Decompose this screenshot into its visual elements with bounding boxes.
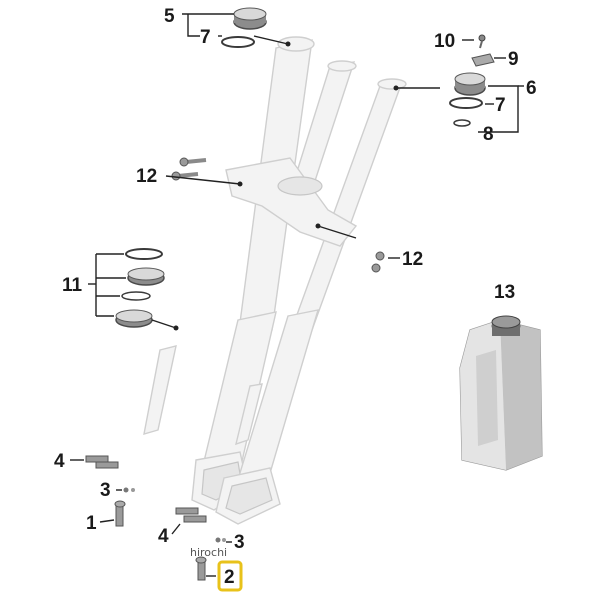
callout-9: 9 [508,49,519,70]
part-1-bolt [114,500,126,527]
part-4-bolts-left [85,455,119,469]
part-3-clip-right [215,537,226,543]
fork-assembly [143,36,407,525]
part-6-seal [454,72,486,96]
part-3-clip-left [123,487,135,493]
part-7-ring-right [449,97,483,109]
callout-13: 13 [494,282,515,303]
callout-12-left: 12 [136,166,157,187]
fork-oil-bottle [459,315,543,471]
callout-8: 8 [483,124,494,145]
callout-1: 1 [86,513,97,534]
part-7-ring-left [221,36,255,48]
part-2-bolt [195,556,207,581]
callout-6: 6 [526,78,537,99]
part-8-ring [453,119,471,127]
part-11-seal-stack [115,248,165,328]
part-12-bolts-right [371,251,385,273]
callout-3-left: 3 [100,480,111,501]
callout-10: 10 [434,31,455,52]
callout-7-right: 7 [495,95,506,116]
callout-5: 5 [164,6,175,27]
callout-11: 11 [62,275,83,296]
selected-callout-highlight [217,560,243,592]
leader-lines [70,13,524,577]
callout-4-left: 4 [54,451,65,472]
part-9-clip [471,53,495,67]
part-12-bolts-left [171,157,207,181]
callout-labels: 5 7 10 9 6 7 8 12 12 11 13 4 3 1 4 3 2 [54,6,537,592]
callout-4-right: 4 [158,526,169,547]
callout-3-right: 3 [234,532,245,553]
watermark: hirochi [190,546,227,559]
callout-7-left: 7 [200,27,211,48]
callout-12-right: 12 [402,249,423,270]
part-10-screw [478,34,486,49]
callout-2-selected: 2 [224,567,235,588]
part-4-bolts-right [175,507,207,523]
part-5-seal [233,7,267,30]
